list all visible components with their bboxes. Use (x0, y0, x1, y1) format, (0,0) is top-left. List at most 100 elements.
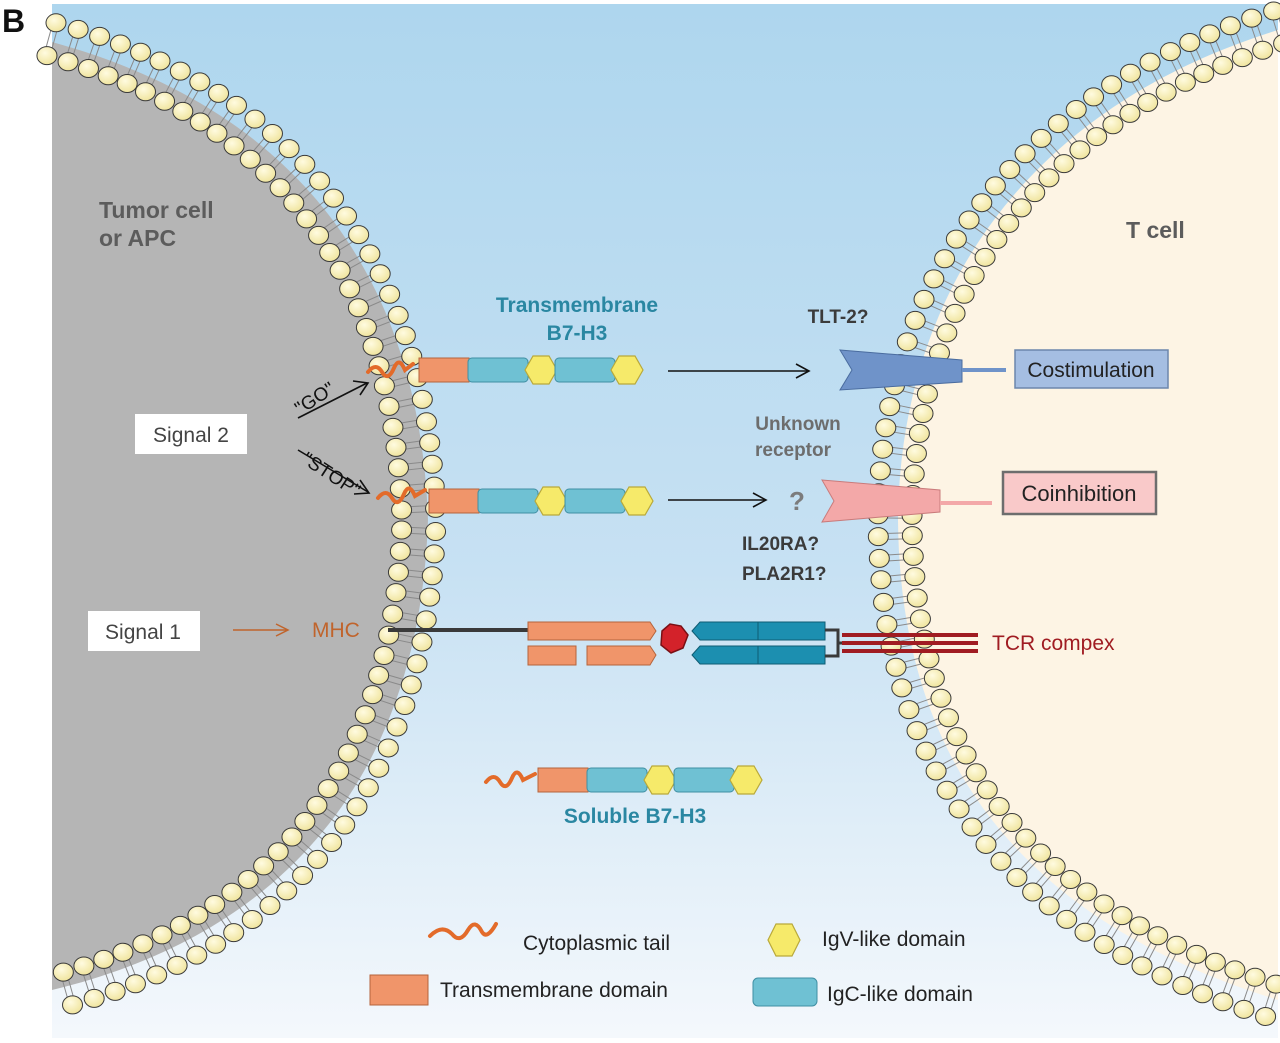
lipid-tail (1243, 983, 1251, 1001)
lipid-head (348, 225, 370, 245)
lipid-head (415, 412, 437, 432)
tumor-cell-membrane (36, 13, 447, 1015)
lipid-head (309, 171, 331, 191)
lipid-tail (408, 483, 427, 486)
lipid-tail (921, 325, 939, 334)
igc-domain (477, 488, 539, 514)
lipid-head (898, 700, 920, 720)
lipid-head (255, 163, 277, 183)
lipid-head (879, 397, 901, 417)
lipid-tail (1008, 845, 1023, 859)
lipid-tail (925, 723, 943, 731)
lipid-head (267, 842, 289, 862)
lipid-tail (1228, 978, 1236, 996)
lipid-head (1179, 33, 1201, 53)
lipid-tail (221, 909, 233, 925)
lipid-tail (973, 226, 989, 238)
lipid-head (896, 332, 918, 352)
lipid-tail (364, 294, 382, 303)
lipid-tail (1083, 113, 1095, 129)
lipid-head (321, 833, 343, 853)
lipid-head (206, 123, 228, 143)
legend-igv-icon (767, 923, 801, 957)
lipid-tail (127, 58, 136, 76)
lipid-tail (1131, 81, 1142, 98)
lipid-head (347, 298, 369, 318)
lipid-tail (1019, 856, 1034, 870)
lipid-head (1119, 103, 1141, 123)
lipid-tail (223, 113, 235, 129)
lipid-head (306, 795, 328, 815)
lipid-head (421, 454, 443, 474)
lipid-tail (363, 739, 381, 748)
lipid-head (67, 19, 89, 39)
lipid-tail (949, 264, 966, 275)
lipid-head (904, 310, 926, 330)
transmembrane-domain (428, 488, 480, 514)
lipid-tail (321, 812, 337, 824)
lipid-head (239, 149, 261, 169)
lipid-head (93, 949, 115, 969)
lipid-tail (908, 677, 926, 684)
lipid-tail (963, 791, 980, 803)
lipid-tail (392, 381, 411, 388)
lipid-tail (62, 980, 68, 999)
lipid-tail (334, 235, 351, 247)
lipid-tail (373, 714, 391, 722)
transmembrane-b7h3-title-line1: Transmembrane (496, 294, 658, 317)
lipid-head (1030, 843, 1052, 863)
arrow-to-tlt2 (668, 363, 811, 379)
lipid-head (151, 925, 173, 945)
lipid-head (237, 869, 259, 889)
lipid-head (373, 646, 395, 666)
lipid-tail (409, 526, 428, 529)
lipid-head (319, 243, 341, 263)
lipid-tail (142, 952, 152, 970)
lipid-head (387, 458, 409, 478)
lipid-tail (337, 240, 354, 252)
lipid-head (1231, 48, 1253, 68)
lipid-head (1129, 916, 1151, 936)
lipid-tail (989, 825, 1005, 838)
lipid-tail (886, 538, 905, 540)
lipid-head (1192, 984, 1214, 1004)
lipid-head (362, 336, 384, 356)
lipid-tail (355, 274, 372, 283)
lipid-head (971, 193, 993, 213)
peptide-antigen-icon (660, 623, 689, 654)
lipid-head (387, 305, 409, 325)
lipid-head (394, 326, 416, 346)
lipid-tail (404, 446, 423, 450)
lipid-tail (268, 151, 282, 166)
lipid-tail (1051, 883, 1064, 899)
lipid-tail (408, 548, 427, 551)
lipid-tail (201, 98, 213, 114)
lipid-head (253, 856, 275, 876)
lipid-tail (238, 896, 251, 912)
lipid-tail (1167, 953, 1177, 971)
lipid-tail (255, 883, 268, 898)
lipid-tail (1044, 146, 1057, 161)
lipid-head (45, 13, 67, 33)
lipid-tail (1123, 931, 1134, 948)
lipid-tail (385, 680, 403, 686)
lipid-tail (1095, 104, 1107, 121)
lipid-tail (1235, 32, 1243, 50)
lipid-tail (312, 823, 328, 836)
lipid-head (346, 797, 368, 817)
lipid-tail (993, 829, 1009, 842)
lipid-tail (976, 808, 992, 821)
lipid-tail (894, 616, 913, 621)
lipid-head (1244, 967, 1266, 987)
lipid-tail (287, 171, 302, 185)
lipid-head (77, 59, 99, 79)
lipid-head (1151, 966, 1173, 986)
lipid-tail (888, 573, 907, 577)
lipid-head (1102, 115, 1124, 135)
lipid-head (1159, 42, 1181, 62)
lipid-tail (1147, 944, 1158, 961)
lipid-head (386, 717, 408, 737)
lipid-head (278, 139, 300, 159)
lipid-tail (1086, 908, 1098, 925)
lipid-tail (324, 807, 341, 819)
